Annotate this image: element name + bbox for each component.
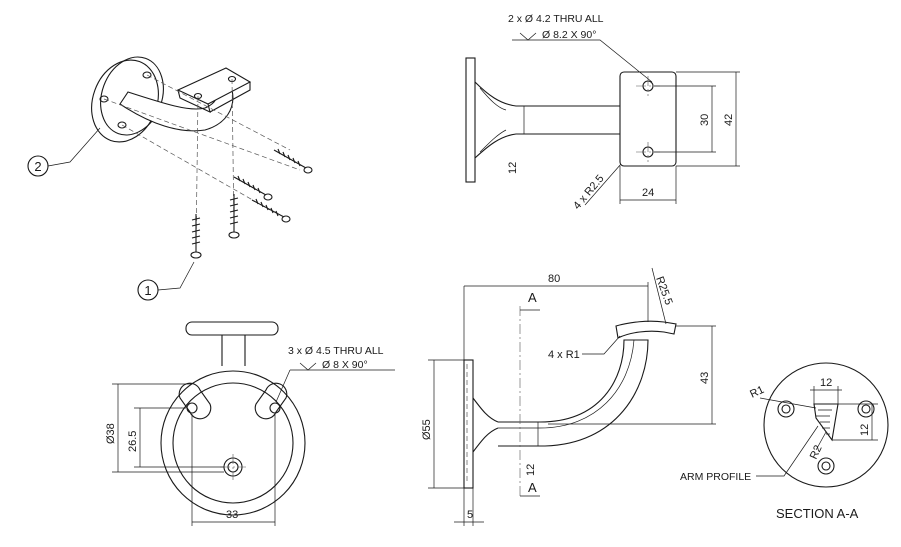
iso-plate-hole xyxy=(117,121,127,129)
iso-explode-line xyxy=(231,78,235,231)
balloon-1-label: 1 xyxy=(144,283,151,298)
front-note-leader xyxy=(275,369,291,403)
countersink-symbol xyxy=(519,32,537,41)
front-hole-note: 3 x Ø 4.5 THRU ALL xyxy=(288,345,384,357)
isometric-exploded-view: 2 1 xyxy=(27,56,313,301)
countersink-symbol xyxy=(299,362,317,371)
section-a-a-view: 12 12 R1 R2 ARM PROFILE SECTION A-A xyxy=(680,362,889,521)
front-plate-inner xyxy=(172,382,294,504)
dim-33: 33 xyxy=(226,509,238,521)
balloon-1: 1 xyxy=(137,261,195,301)
section-r2-leader xyxy=(815,431,827,451)
iso-saddle-side xyxy=(177,89,211,113)
elevation-view: A A 80 R25.5 4 x R1 43 Ø55 12 5 xyxy=(421,267,716,526)
arm-profile-label: ARM PROFILE xyxy=(680,471,751,483)
elev-dim-12: 12 xyxy=(525,464,537,476)
section-circle xyxy=(763,362,889,488)
iso-plate-hole xyxy=(142,71,152,79)
side-view: 2 x Ø 4.2 THRU ALL Ø 8.2 X 90° 30 42 24 … xyxy=(465,13,740,212)
front-hole xyxy=(269,402,281,414)
dim-4xr25: 4 x R2.5 xyxy=(571,173,607,212)
side-note-leader xyxy=(512,39,653,83)
section-r1: R1 xyxy=(748,384,766,401)
front-plate-outer xyxy=(160,370,306,516)
section-a-bottom-label: A xyxy=(528,480,537,495)
side-wall-plate xyxy=(465,57,476,183)
dim-diam-55: Ø55 xyxy=(421,419,433,440)
side-dim-12: 12 xyxy=(507,162,519,174)
section-hole xyxy=(817,457,835,475)
section-a-top-label: A xyxy=(528,290,537,305)
elev-neck xyxy=(472,397,499,453)
iso-screw xyxy=(228,194,240,239)
dim-30: 30 xyxy=(699,114,711,126)
section-r1-leader xyxy=(759,397,817,409)
side-neck-inner xyxy=(479,87,507,153)
front-slot xyxy=(254,382,288,420)
elev-saddle xyxy=(615,320,677,339)
dim-4xr1: 4 x R1 xyxy=(548,349,580,361)
side-saddle xyxy=(619,71,677,167)
dim-24: 24 xyxy=(642,187,654,199)
section-hole xyxy=(777,400,795,418)
iso-screw xyxy=(273,148,313,174)
section-dim-12-right: 12 xyxy=(859,424,871,436)
elev-arm-inner xyxy=(498,339,635,429)
iso-screw xyxy=(190,214,202,259)
balloon-2-label: 2 xyxy=(34,159,41,174)
dim-42: 42 xyxy=(723,114,735,126)
side-countersink-note: Ø 8.2 X 90° xyxy=(542,29,596,41)
dim-26-5: 26.5 xyxy=(127,431,139,452)
section-dim-12-top: 12 xyxy=(820,377,832,389)
front-countersink-note: Ø 8 X 90° xyxy=(322,359,368,371)
dim-r25-5-leader xyxy=(651,267,667,325)
iso-screw xyxy=(251,198,291,223)
side-hole-note: 2 x Ø 4.2 THRU ALL xyxy=(508,13,604,25)
dim-diam-38: Ø38 xyxy=(105,423,117,444)
iso-saddle-side xyxy=(209,82,251,113)
iso-explode-line xyxy=(121,124,271,211)
front-saddle-top xyxy=(185,321,279,336)
dim-r25-leader xyxy=(584,163,622,206)
dim-5: 5 xyxy=(467,509,473,521)
iso-explode-line xyxy=(146,74,291,151)
dim-4xr1-leader xyxy=(582,335,621,355)
side-neck xyxy=(474,81,620,159)
iso-saddle xyxy=(176,67,252,105)
iso-screw xyxy=(233,175,273,201)
iso-explode-line xyxy=(103,98,301,171)
dim-r25-5: R25.5 xyxy=(653,275,674,307)
front-slot xyxy=(178,382,212,420)
balloon-2: 2 xyxy=(27,127,101,177)
arm-profile-leader xyxy=(756,425,819,477)
dim-43: 43 xyxy=(699,372,711,384)
front-hole xyxy=(186,402,198,414)
section-hole xyxy=(857,400,875,418)
elev-wall-plate xyxy=(463,359,474,489)
iso-plate-hole xyxy=(99,95,109,103)
section-title: SECTION A-A xyxy=(776,506,859,521)
elev-arm xyxy=(498,339,649,447)
front-view: 3 x Ø 4.5 THRU ALL Ø 8 X 90° Ø38 26.5 33 xyxy=(105,321,395,526)
section-r2: R2 xyxy=(808,443,825,461)
dim-80: 80 xyxy=(548,273,560,285)
front-post xyxy=(221,335,246,366)
